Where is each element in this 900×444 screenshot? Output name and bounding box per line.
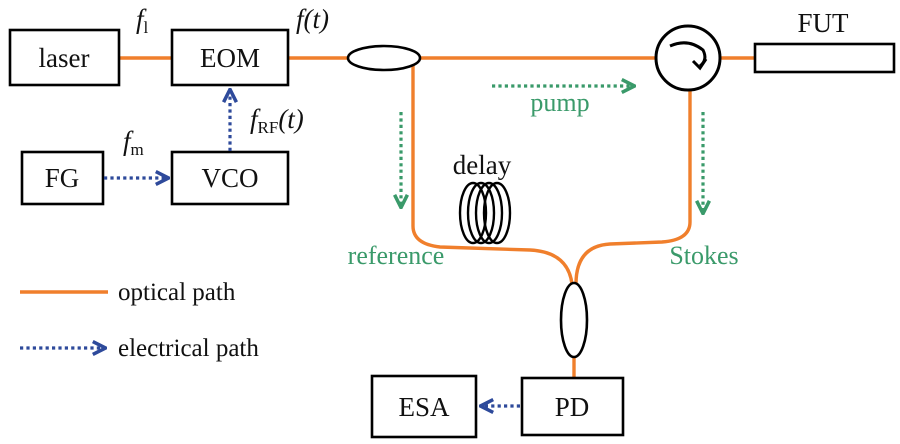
laser-label: laser	[39, 43, 90, 73]
fg-block: FG	[20, 150, 105, 206]
delay-coil-icon	[458, 181, 512, 245]
laser-block: laser	[8, 28, 121, 87]
legend: optical path electrical path	[20, 279, 259, 362]
coupler-top	[346, 44, 422, 72]
fl-signal-label: fl	[136, 4, 149, 37]
optical-paths	[119, 56, 755, 378]
coupler-bottom	[559, 281, 589, 359]
eom-label: EOM	[200, 43, 260, 73]
esa-label: ESA	[398, 392, 450, 422]
frf-signal-label: fRF(t)	[250, 104, 304, 137]
reference-label: reference	[348, 241, 445, 270]
vco-label: VCO	[201, 163, 258, 193]
pump-label: pump	[530, 88, 589, 117]
ft-signal-label: f(t)	[296, 4, 329, 34]
pd-label: PD	[555, 392, 590, 422]
electrical-paths	[104, 91, 520, 406]
pd-block: PD	[520, 376, 625, 437]
esa-block: ESA	[370, 374, 478, 439]
eom-block: EOM	[170, 28, 290, 87]
fiber-stokes-arm	[574, 84, 692, 285]
fut-block: FUT	[753, 8, 896, 74]
stokes-label: Stokes	[669, 241, 738, 270]
fiber-reference-arm	[411, 62, 574, 285]
vco-block: VCO	[170, 150, 290, 206]
legend-electrical-label: electrical path	[118, 335, 259, 362]
fg-label: FG	[45, 163, 80, 193]
circulator-icon	[654, 24, 722, 92]
delay-label: delay	[453, 150, 512, 180]
propagation-arrows	[401, 86, 703, 212]
fut-label: FUT	[797, 8, 849, 38]
legend-optical-label: optical path	[118, 279, 236, 306]
fm-signal-label: fm	[123, 126, 144, 159]
